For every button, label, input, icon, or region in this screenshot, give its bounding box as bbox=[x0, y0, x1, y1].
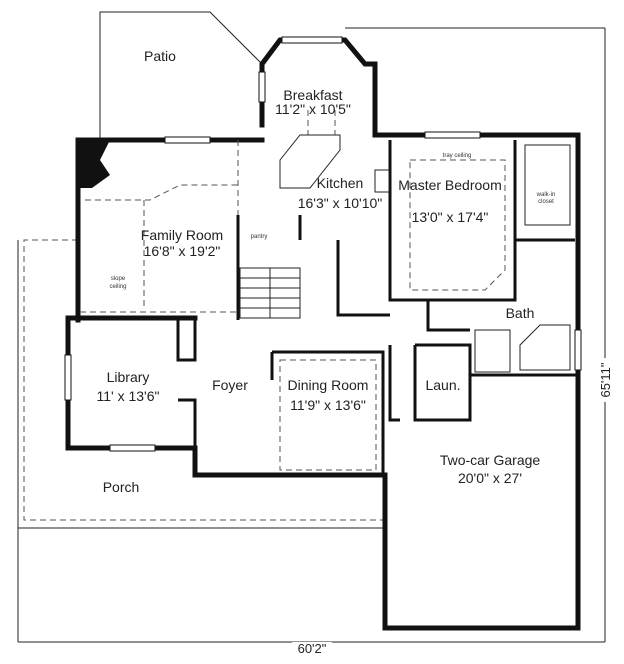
room-porch: Porch bbox=[103, 479, 140, 495]
stairs bbox=[239, 267, 301, 319]
interior-walls bbox=[176, 140, 578, 475]
note-walk-in: walk-in bbox=[536, 192, 556, 198]
windows bbox=[64, 36, 582, 452]
room-library: Library bbox=[107, 369, 150, 385]
room-kitchen: Kitchen bbox=[317, 175, 364, 191]
dashed-outlines bbox=[80, 110, 506, 471]
dimension-width: 60'2" bbox=[298, 641, 327, 656]
room-family: Family Room bbox=[141, 227, 223, 243]
room-garage: Two-car Garage bbox=[440, 452, 541, 468]
dimension-depth: 65'11" bbox=[598, 362, 613, 397]
room-dining-size: 11'9" x 13'6" bbox=[290, 397, 366, 413]
tub bbox=[519, 324, 571, 371]
room-library-size: 11' x 13'6" bbox=[97, 388, 160, 404]
room-dining: Dining Room bbox=[288, 377, 369, 393]
note-slope: slope bbox=[111, 276, 126, 282]
room-breakfast: Breakfast bbox=[283, 87, 342, 103]
room-labels: Patio Breakfast 11'2" x 10'5" Kitchen 16… bbox=[97, 48, 556, 495]
room-patio: Patio bbox=[144, 48, 176, 64]
room-breakfast-size: 11'2" x 10'5" bbox=[275, 101, 351, 117]
room-family-size: 16'8" x 19'2" bbox=[144, 243, 221, 259]
closet-shelving bbox=[524, 144, 571, 226]
room-kitchen-size: 16'3" x 10'10" bbox=[298, 195, 383, 211]
exterior-walls bbox=[65, 37, 581, 631]
range bbox=[374, 169, 390, 193]
room-garage-size: 20'0" x 27' bbox=[458, 470, 522, 486]
kitchen-island bbox=[279, 134, 341, 189]
fireplace bbox=[78, 140, 110, 188]
room-foyer: Foyer bbox=[212, 377, 248, 393]
note-ceiling: ceiling bbox=[109, 284, 126, 290]
room-master-size: 13'0" x 17'4" bbox=[412, 209, 489, 225]
room-bath: Bath bbox=[506, 305, 535, 321]
note-closet: closet bbox=[538, 199, 554, 205]
room-laundry: Laun. bbox=[425, 377, 460, 393]
note-tray-ceiling: tray ceiling bbox=[443, 153, 472, 159]
shower bbox=[474, 329, 511, 373]
note-pantry: pantry bbox=[251, 234, 268, 240]
room-master: Master Bedroom bbox=[398, 177, 501, 193]
